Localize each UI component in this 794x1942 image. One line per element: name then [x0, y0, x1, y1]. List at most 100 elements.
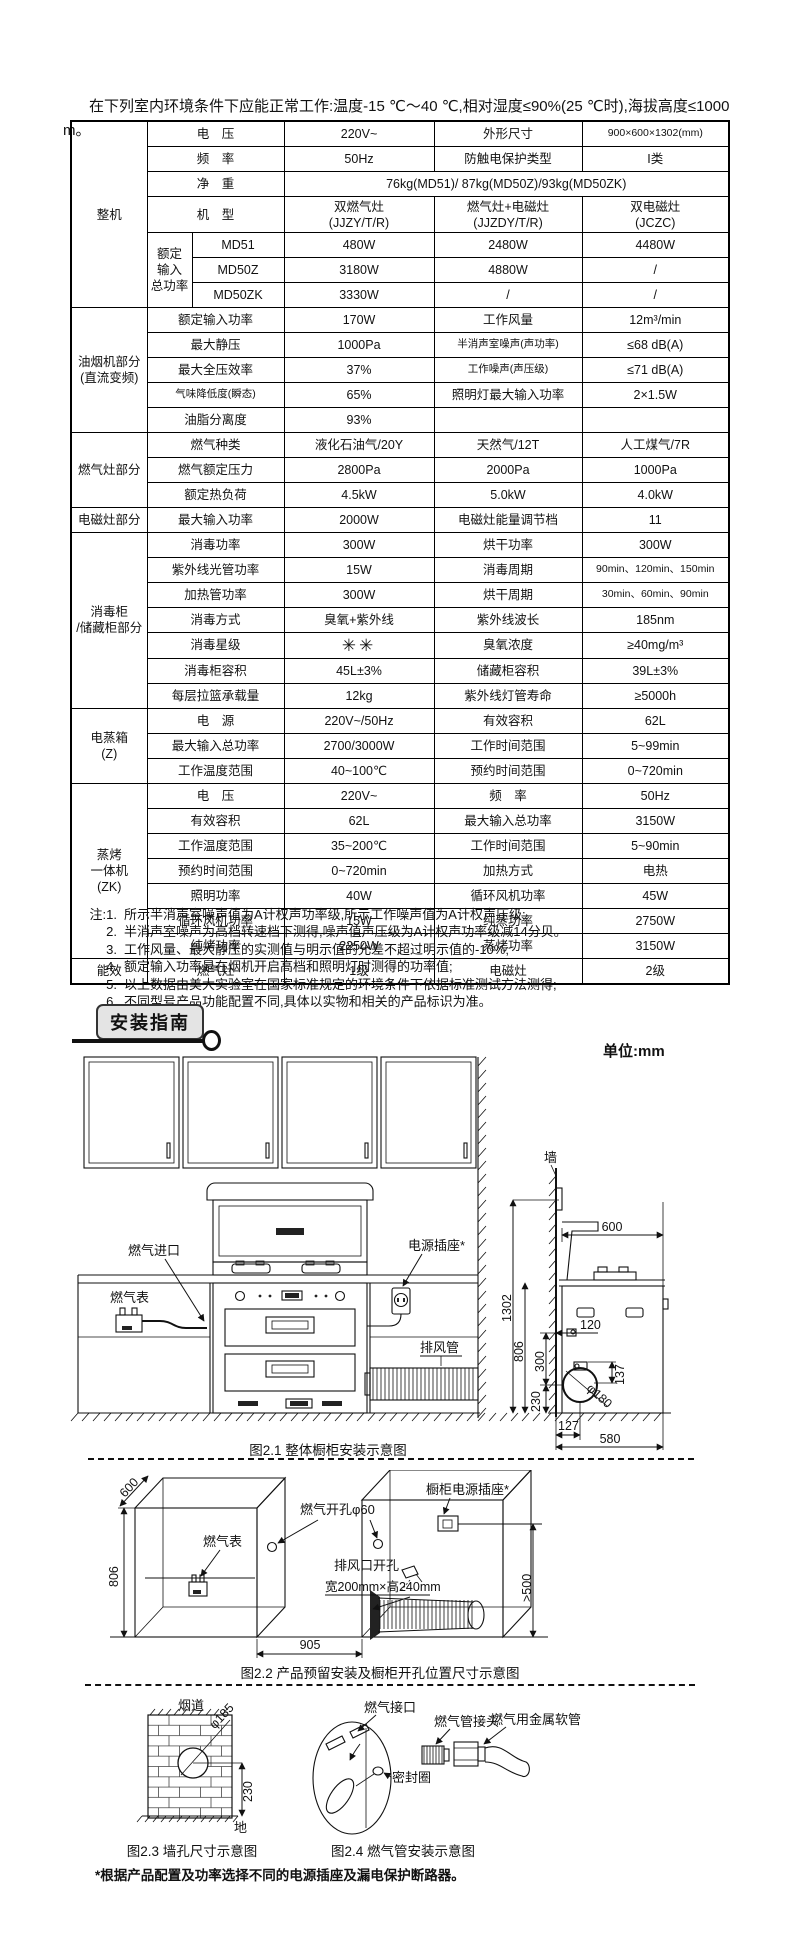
spec-cell: / — [581, 257, 730, 283]
pipe-joint-icon — [421, 1745, 450, 1765]
spec-cell: 0~720min — [581, 757, 730, 784]
spec-cell: 臭氧+紫外线 — [283, 607, 435, 633]
vent-hole-label-1: 排风口开孔 — [334, 1558, 399, 1573]
power-socket-icon — [367, 1287, 411, 1327]
spec-cell: 最大全压效率 — [146, 357, 285, 383]
spec-cell: 每层拉篮承载量 — [146, 682, 285, 709]
spec-cell: 烘干周期 — [433, 582, 583, 608]
spec-cell: 消毒柜 /储藏柜部分 — [70, 532, 148, 709]
spec-cell: 工作风量 — [433, 307, 583, 333]
cabinet-socket-label: 橱柜电源插座* — [426, 1482, 509, 1497]
fig-2-2-caption: 图2.2 产品预留安装及橱柜开孔位置尺寸示意图 — [240, 1665, 519, 1681]
note-item: 6.不同型号产品功能配置不同,具体以实物和相关的产品标识为准。 — [75, 993, 730, 1010]
spec-cell: ≥40mg/m³ — [581, 632, 730, 659]
vent-hole-label-2: 宽200mm×高240mm — [325, 1579, 441, 1594]
spec-cell: 5~90min — [581, 832, 730, 859]
spec-cell: 加热方式 — [433, 857, 583, 884]
spec-cell: 机 型 — [146, 196, 285, 233]
spec-cell: 电 压 — [146, 782, 285, 809]
left-cabinet-box — [133, 1476, 287, 1639]
spec-cell: 300W — [581, 532, 730, 558]
spec-cell: 频 率 — [146, 146, 285, 172]
spec-cell: 4.0kW — [581, 482, 730, 508]
spec-cell: / — [433, 282, 583, 308]
spec-cell: 2750W — [581, 907, 730, 934]
note-item: 4.额定输入功率是在烟机开启高档和照明灯时测得的功率值; — [75, 958, 730, 975]
spec-cell: 消毒星级 — [146, 632, 285, 659]
spec-cell: 工作温度范围 — [146, 832, 285, 859]
pipe-joint-label: 燃气管接头 — [434, 1714, 499, 1729]
right-wall-hatch — [477, 1056, 487, 1418]
spec-cell: 2000W — [283, 507, 435, 533]
spec-cell: 76kg(MD51)/ 87kg(MD50Z)/93kg(MD50ZK) — [283, 171, 730, 197]
spec-cell: 50Hz — [581, 782, 730, 809]
badge-loop-icon — [202, 1030, 221, 1051]
spec-cell: 双电磁灶 (JCZC) — [581, 196, 730, 233]
gas-inlet-label: 燃气进口 — [128, 1243, 180, 1258]
fig-2-3-caption: 图2.3 墙孔尺寸示意图 — [127, 1843, 258, 1859]
spec-cell: 额定热负荷 — [146, 482, 285, 508]
spec-cell: 燃气灶 — [146, 957, 285, 985]
spec-cell: / — [581, 282, 730, 308]
spec-cell: 人工煤气/7R — [581, 432, 730, 458]
spec-cell: 能效 — [70, 957, 148, 985]
spec-cell: 2800Pa — [283, 457, 435, 483]
spec-cell: 电磁灶能量调节档 — [433, 507, 583, 533]
gas-meter-label: 燃气表 — [203, 1534, 242, 1549]
gas-meter-icon — [115, 1307, 207, 1333]
spec-cell: 45L±3% — [283, 657, 435, 684]
spec-cell: 0~720min — [283, 857, 435, 884]
spec-cell: I类 — [581, 146, 730, 172]
spec-cell: 2000Pa — [433, 457, 583, 483]
svg-text:600: 600 — [117, 1475, 141, 1500]
spec-cell: 液化石油气/20Y — [283, 432, 435, 458]
spec-cell: ≤71 dB(A) — [581, 357, 730, 383]
note-number: 4. — [106, 959, 117, 975]
spec-cell: 额定 输入 总功率 — [146, 232, 193, 308]
spec-cell: 300W — [283, 532, 435, 558]
spec-cell: 紫外线光管功率 — [146, 557, 285, 583]
fig-2-2: 燃气表 600 806 燃气开孔φ60 橱柜电源插座* 排风口开孔 宽200mm… — [107, 1470, 548, 1681]
section-badge-install-guide: 安装指南 — [96, 1004, 204, 1040]
spec-cell: 双燃气灶 (JJZY/T/R) — [283, 196, 435, 233]
svg-text:580: 580 — [600, 1432, 621, 1446]
power-socket-label: 电源插座* — [408, 1238, 465, 1253]
spec-cell: 纯烤功率 — [146, 932, 285, 959]
spec-cell: 2250W — [283, 932, 435, 959]
dashed-separator — [85, 1684, 695, 1686]
spec-cell: 电 源 — [146, 707, 285, 734]
seal-ring-label: 密封圈 — [392, 1770, 431, 1785]
spec-cell: 39L±3% — [581, 657, 730, 684]
spec-cell: 额定输入功率 — [146, 307, 285, 333]
note-number: 6. — [106, 994, 117, 1010]
spec-cell: MD50Z — [191, 257, 285, 283]
brick-wall-icon — [147, 1714, 233, 1819]
spec-cell: 蒸烤功率 — [433, 932, 583, 959]
spec-cell: 燃气种类 — [146, 432, 285, 458]
back-panel-icon — [312, 1721, 392, 1835]
note-item: 2.半消声室噪声为高档转速档下测得,噪声值声压级为A计权声功率级减14分贝。 — [75, 923, 730, 940]
spec-cell: 15W — [283, 907, 435, 934]
note-item: 3.工作风量、最大静压的实测值与明示值的允差不超过明示值的-10%; — [75, 941, 730, 958]
spec-cell: 外形尺寸 — [433, 120, 583, 147]
spec-cell: 燃气额定压力 — [146, 457, 285, 483]
exhaust-duct-icon — [370, 1565, 485, 1640]
fig-2-4-caption: 图2.4 燃气管安装示意图 — [331, 1843, 475, 1859]
spec-cell: 1000Pa — [581, 457, 730, 483]
spec-cell: 工作时间范围 — [433, 732, 583, 759]
spec-cell: 12kg — [283, 682, 435, 709]
spec-cell: 紫外线灯管寿命 — [433, 682, 583, 709]
spec-cell — [581, 407, 730, 433]
spec-cell: 燃气灶部分 — [70, 432, 148, 508]
